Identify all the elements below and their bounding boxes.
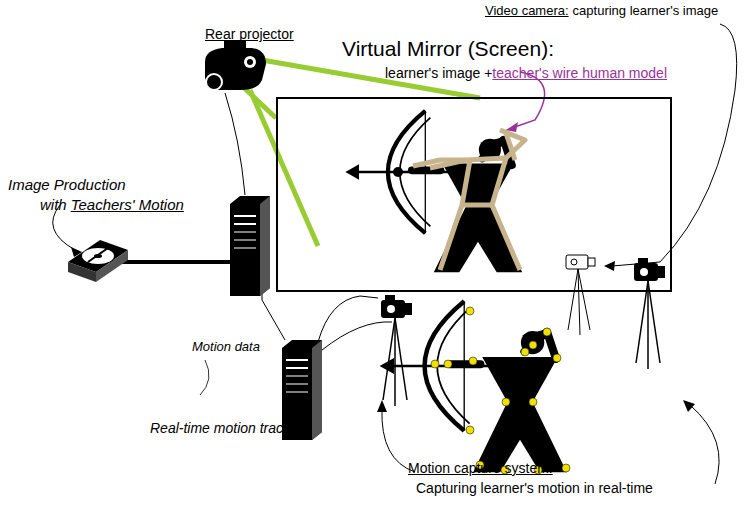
tracking-label: Real-time motion tracking <box>150 420 309 436</box>
video-camera <box>566 255 595 335</box>
motion-markers <box>431 307 570 474</box>
virtual-mirror-screen: Virtual Mirror (Screen):learner's image … <box>276 97 672 292</box>
screen-title: Virtual Mirror (Screen): <box>342 37 554 61</box>
learner-figure <box>380 301 567 472</box>
camera-label: Video camera: <box>485 4 569 19</box>
wire-model-note: teacher's wire human model <box>492 65 667 81</box>
motion-capture-camera <box>381 295 412 406</box>
data-label: Motion data <box>192 340 260 355</box>
production-label: Image Production <box>8 176 126 193</box>
rear-projector <box>205 40 266 90</box>
capture-label: Motion capture system: <box>408 460 553 476</box>
motion-capture-camera <box>634 258 665 369</box>
learner-image <box>345 111 522 273</box>
hard-disk <box>68 240 128 282</box>
production-label: Teachers' Motion <box>71 196 184 213</box>
production-label: with <box>40 196 67 213</box>
screen-subtitle: learner's image + <box>385 65 492 81</box>
capture-note: Capturing learner's motion in real-time <box>416 480 653 496</box>
projector-label: Rear projector <box>205 26 294 42</box>
camera-note: capturing learner's image <box>573 4 719 19</box>
image-server <box>230 196 270 296</box>
wire-human-model <box>413 130 525 270</box>
